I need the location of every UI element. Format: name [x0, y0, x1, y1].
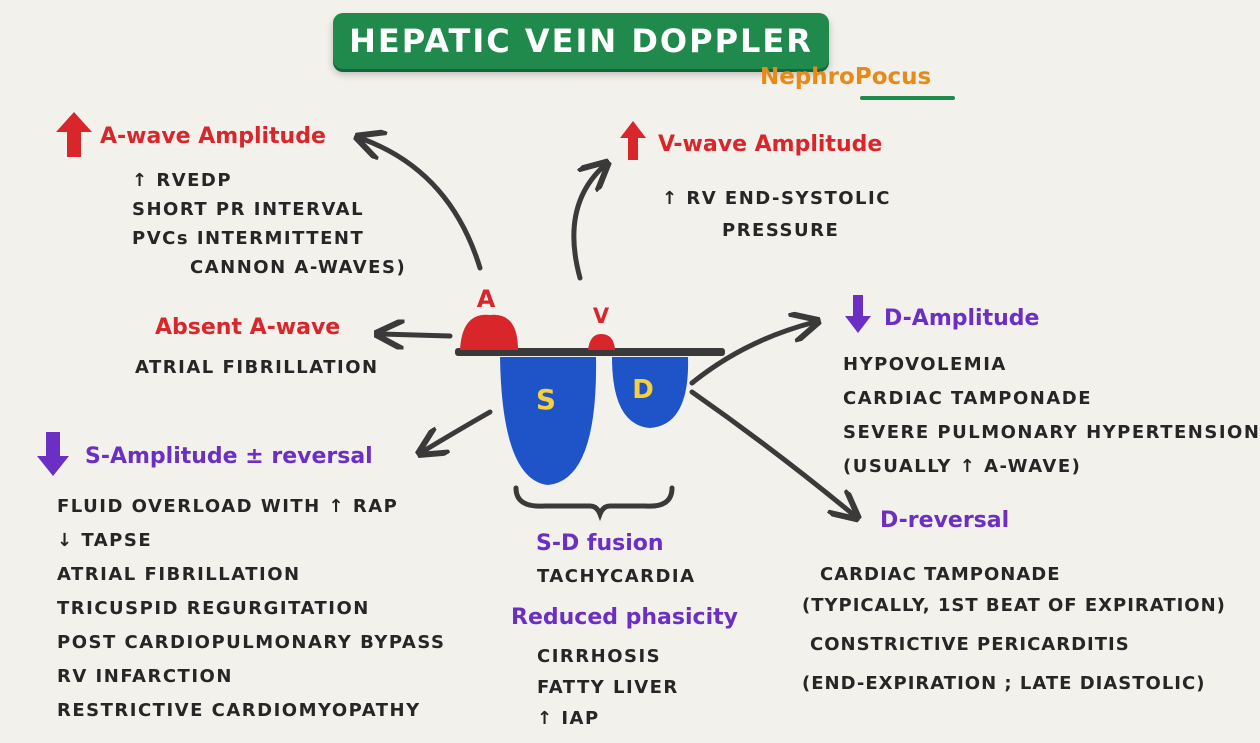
sd-fusion-heading: S-D fusion	[536, 531, 664, 556]
list-item: PVCs INTERMITTENT	[132, 228, 365, 249]
list-item: SHORT PR INTERVAL	[132, 199, 365, 220]
up-arrow-icon-a	[56, 112, 92, 157]
d-reversal-heading: D-reversal	[880, 508, 1010, 533]
list-item: POST CARDIOPULMONARY BYPASS	[57, 632, 446, 653]
list-item: FLUID OVERLOAD WITH ↑ RAP	[57, 496, 399, 517]
label-s: S	[536, 383, 556, 416]
list-item: PRESSURE	[722, 220, 840, 241]
s-amplitude-heading: S-Amplitude ± reversal	[85, 444, 373, 469]
list-item: RV INFARCTION	[57, 666, 233, 687]
brand-logo: NephroPocus	[760, 64, 931, 90]
label-v: V	[593, 304, 610, 328]
list-item: CONSTRICTIVE PERICARDITIS	[810, 634, 1130, 655]
absent-a-wave-item: ATRIAL FIBRILLATION	[135, 357, 379, 378]
brand-part-2: Pocus	[854, 64, 932, 90]
baseline	[455, 348, 725, 356]
list-item: TRICUSPID REGURGITATION	[57, 598, 370, 619]
list-item: (USUALLY ↑ A-WAVE)	[843, 456, 1082, 477]
list-item: CANNON A-WAVES)	[190, 257, 407, 278]
list-item: ↓ TAPSE	[57, 530, 153, 551]
page-title: HEPATIC VEIN DOPPLER	[349, 22, 813, 60]
list-item: RESTRICTIVE CARDIOMYOPATHY	[57, 700, 421, 721]
down-arrow-icon-d	[845, 295, 871, 333]
list-item: CIRRHOSIS	[537, 646, 662, 667]
list-item: SEVERE PULMONARY HYPERTENSION	[843, 422, 1260, 443]
arrow-to-d-reversal	[689, 389, 855, 516]
s-wave	[500, 357, 597, 485]
a-wave-amplitude-heading: A-wave Amplitude	[100, 124, 326, 149]
title-banner	[333, 13, 829, 69]
v-wave-bump	[588, 334, 615, 350]
list-item: (TYPICALLY, 1ST BEAT OF EXPIRATION)	[802, 595, 1226, 616]
list-item: (END-EXPIRATION ; LATE DIASTOLIC)	[802, 673, 1206, 694]
brand-underline	[860, 96, 955, 100]
down-arrow-icon-s	[37, 432, 69, 476]
reduced-phasicity-heading: Reduced phasicity	[511, 605, 738, 630]
doppler-diagram: A V S D	[37, 112, 871, 743]
d-wave	[612, 357, 689, 428]
sd-brace	[513, 485, 675, 522]
list-item: FATTY LIVER	[537, 677, 679, 698]
arrow-to-d-amplitude	[689, 322, 815, 386]
d-amplitude-heading: D-Amplitude	[884, 306, 1040, 331]
v-wave-amplitude-heading: V-wave Amplitude	[658, 132, 883, 157]
v-wave-amplitude-list: ↑ RV END-SYSTOLIC PRESSURE	[662, 183, 891, 247]
list-item: CARDIAC TAMPONADE	[820, 564, 1061, 585]
absent-a-wave-heading: Absent A-wave	[155, 315, 341, 340]
sd-fusion-item: TACHYCARDIA	[537, 566, 696, 587]
reduced-phasicity-list: CIRRHOSIS FATTY LIVER ↑ IAP	[537, 641, 679, 734]
list-item: ↑ RVEDP	[132, 170, 233, 191]
list-item: ↑ IAP	[537, 708, 600, 729]
list-item: ↑ RV END-SYSTOLIC	[662, 188, 891, 209]
arrow-to-s-amplitude	[422, 409, 493, 452]
arrow-to-absent-a-wave	[380, 334, 453, 336]
list-item: HYPOVOLEMIA	[843, 354, 1007, 375]
s-amplitude-list: FLUID OVERLOAD WITH ↑ RAP ↓ TAPSE ATRIAL…	[57, 490, 445, 728]
arrow-to-a-wave-amplitude	[360, 138, 483, 271]
brand-part-1: Nephro	[760, 64, 855, 90]
arrow-to-v-wave-amplitude	[571, 165, 605, 281]
list-item: CARDIAC TAMPONADE	[843, 388, 1092, 409]
d-reversal-list: CARDIAC TAMPONADE (TYPICALLY, 1ST BEAT O…	[802, 559, 1226, 699]
list-item: ATRIAL FIBRILLATION	[57, 564, 301, 585]
label-a: A	[477, 285, 496, 313]
a-wave-amplitude-list: ↑ RVEDP SHORT PR INTERVAL PVCs INTERMITT…	[132, 166, 406, 282]
d-amplitude-list: HYPOVOLEMIA CARDIAC TAMPONADE SEVERE PUL…	[843, 348, 1260, 484]
label-d: D	[632, 375, 654, 405]
up-arrow-icon-v	[620, 121, 646, 160]
a-wave-bump	[460, 314, 518, 350]
